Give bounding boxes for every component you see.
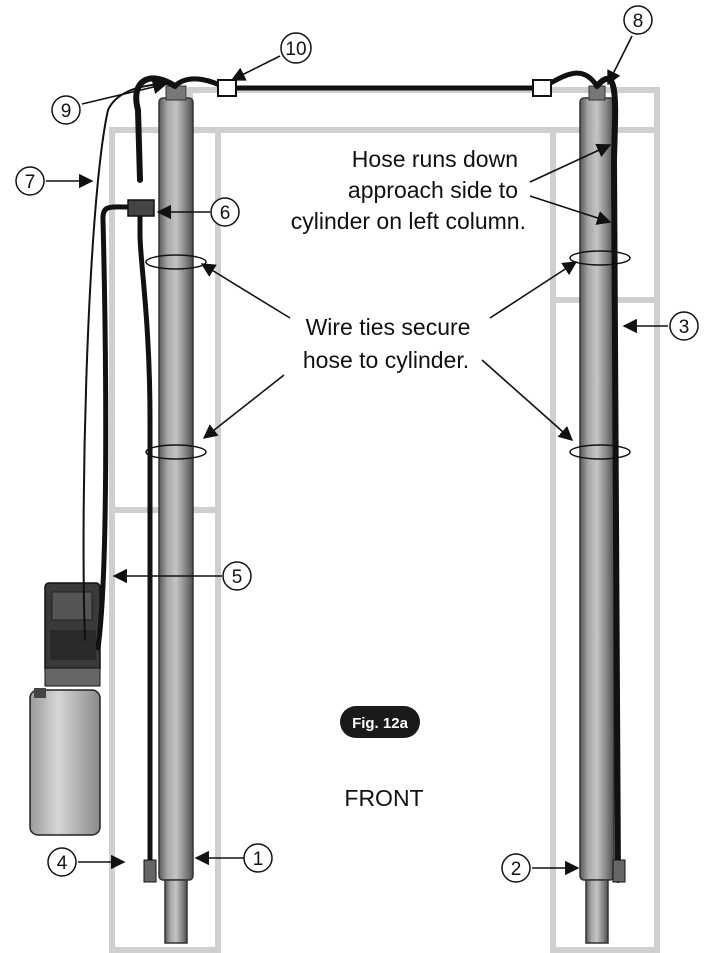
wire-tie-right-lower [569, 444, 631, 460]
arrow-wire-tie-left-lower [202, 374, 285, 439]
wire-ties-line-2: hose to cylinder. [303, 347, 469, 373]
left-cylinder-rod [164, 879, 188, 944]
hose-tee-to-left-bottom [137, 202, 153, 873]
right-bottom-fitting [612, 859, 626, 883]
arrow-hose-route-lower [529, 195, 612, 225]
arrow-wire-tie-right-upper [489, 261, 578, 319]
callout-6: 6 [210, 197, 240, 227]
svg-text:1: 1 [253, 849, 264, 870]
hose-clamp-right [532, 79, 552, 97]
svg-text:8: 8 [633, 11, 644, 32]
callout-9: 9 [51, 95, 81, 125]
callout-2: 2 [501, 853, 531, 883]
callout-5: 5 [222, 561, 252, 591]
leader-arrows [46, 35, 668, 876]
arrow-wire-tie-left-upper [200, 263, 291, 319]
right-cylinder [579, 85, 615, 944]
wire-ties-annotation: Wire ties secure hose to cylinder. [303, 314, 471, 373]
svg-text:6: 6 [220, 203, 231, 224]
arrow-hose-route-upper [529, 143, 612, 183]
figure-label: Fig. 12a [352, 715, 409, 732]
callout-markers: 1 2 3 4 5 6 7 8 [15, 5, 699, 883]
view-label: FRONT [344, 785, 423, 811]
arrow-callout-9 [81, 79, 168, 105]
hose-route-line-2: approach side to [348, 177, 518, 203]
arrow-callout-10 [230, 55, 281, 81]
return-line [82, 83, 169, 641]
callout-4: 4 [47, 847, 77, 877]
arrow-callout-8 [607, 35, 633, 86]
right-cylinder-rod [585, 879, 609, 944]
wire-tie-right-upper [569, 250, 631, 266]
hose-route-line-3: cylinder on left column. [291, 208, 526, 234]
left-cylinder [158, 85, 194, 944]
callout-7: 7 [15, 166, 45, 196]
wire-tie-left-lower [145, 444, 207, 460]
svg-text:2: 2 [511, 859, 522, 880]
figure-badge: Fig. 12a [340, 706, 420, 738]
arrow-wire-tie-right-lower [481, 359, 574, 441]
wire-tie-left-upper [145, 254, 207, 270]
svg-text:5: 5 [232, 567, 243, 588]
callout-10: 10 [280, 32, 312, 64]
hose-clamp-left [217, 79, 237, 97]
wire-ties [145, 250, 631, 460]
hose-power-unit-to-tee [95, 204, 131, 651]
svg-text:4: 4 [57, 853, 68, 874]
svg-text:7: 7 [25, 172, 36, 193]
callout-1: 1 [243, 843, 273, 873]
left-bottom-fitting [143, 859, 157, 883]
tee-fitting [127, 199, 155, 217]
hose-route-line-1: Hose runs down [352, 146, 518, 172]
power-unit-reservoir [29, 689, 101, 836]
power-unit [29, 582, 101, 836]
svg-text:3: 3 [679, 317, 690, 338]
callout-3: 3 [669, 311, 699, 341]
hose-route-annotation: Hose runs down approach side to cylinder… [291, 146, 526, 234]
wire-ties-line-1: Wire ties secure [306, 314, 471, 340]
svg-text:9: 9 [61, 101, 72, 122]
callout-8: 8 [623, 5, 653, 35]
hose-right-column [594, 76, 621, 883]
svg-text:10: 10 [285, 39, 306, 60]
power-unit-pump [44, 667, 101, 687]
